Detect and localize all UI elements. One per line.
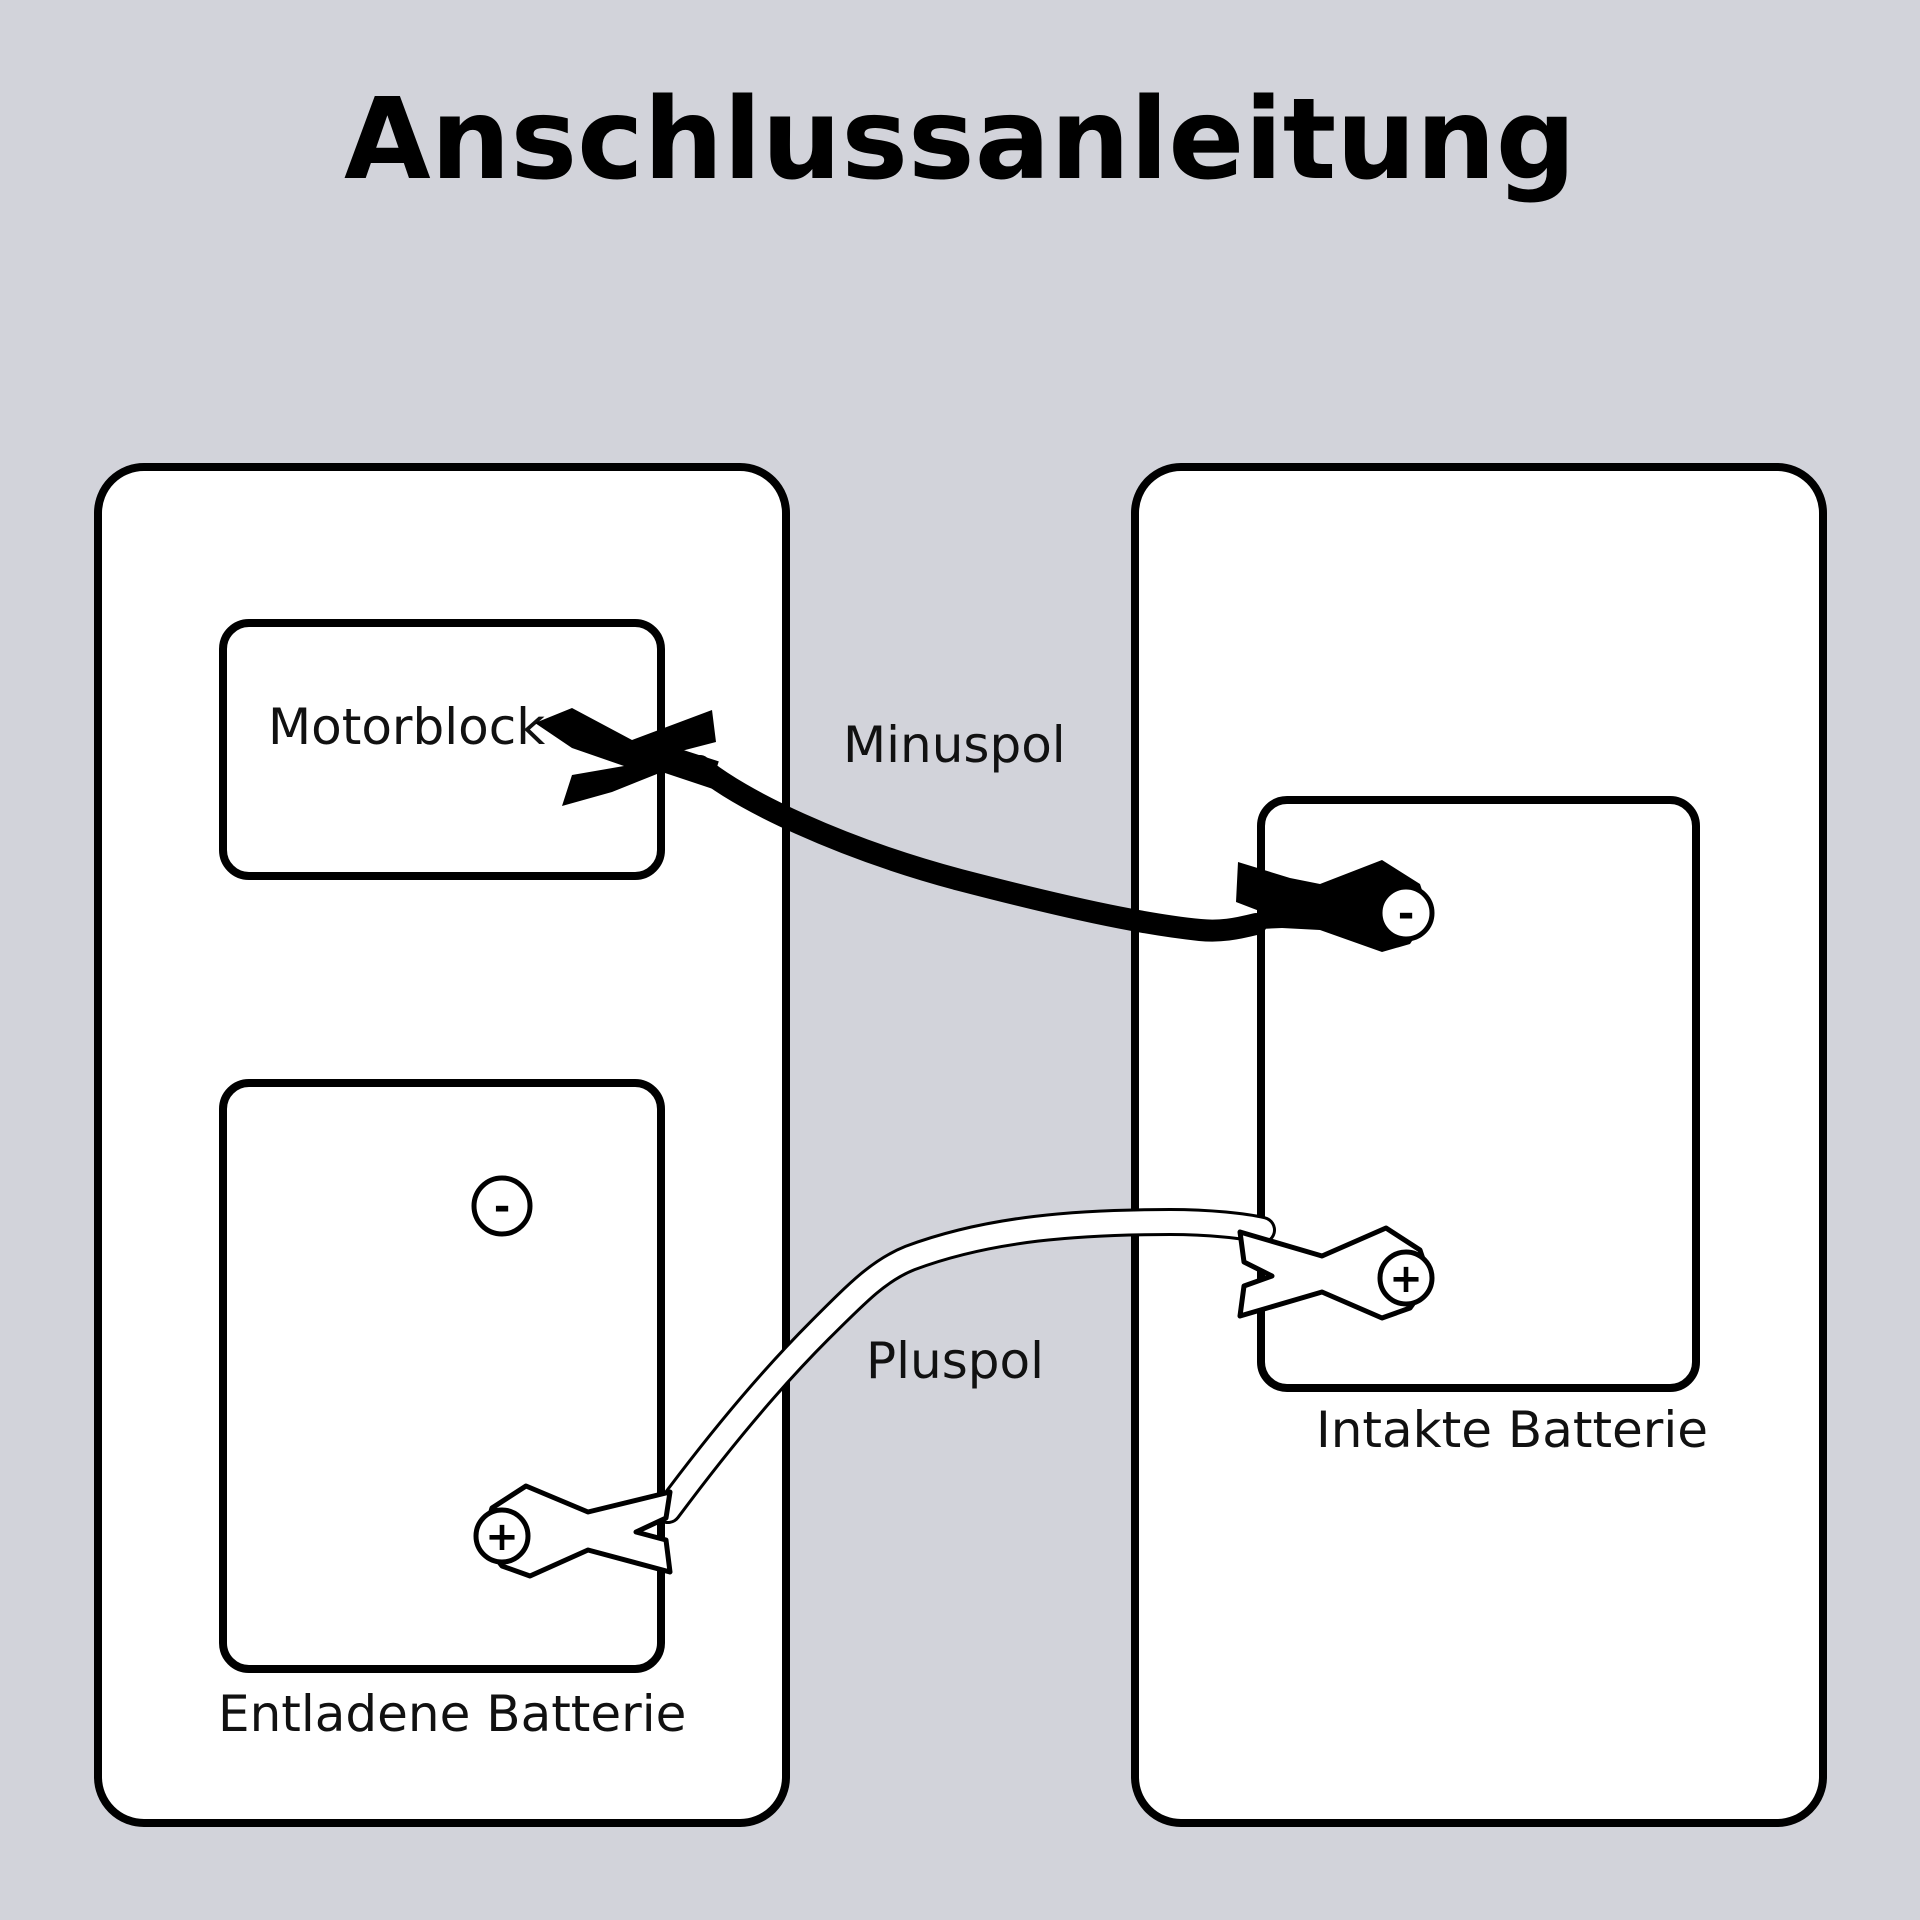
minus-cable-label: Minuspol (843, 716, 1066, 774)
motorblock-label: Motorblock (268, 698, 545, 756)
discharged-battery-label: Entladene Batterie (218, 1685, 686, 1743)
plus-cable-label: Pluspol (866, 1332, 1044, 1390)
plus-sign-icon: + (485, 1514, 519, 1560)
minus-sign-icon: - (1398, 891, 1415, 937)
discharged-battery-minus-terminal: - (471, 1175, 533, 1237)
minus-sign-icon: - (494, 1184, 511, 1230)
intact-battery-label: Intakte Batterie (1316, 1401, 1708, 1459)
discharged-battery-box (219, 1079, 665, 1673)
white-clamp-discharged-plus-icon: + (473, 1483, 673, 1579)
white-clamp-intact-plus-icon: + (1237, 1225, 1435, 1321)
black-clamp-intact-minus-icon: - (1236, 860, 1435, 952)
plus-sign-icon: + (1389, 1256, 1423, 1302)
page-title: Anschlussanleitung (344, 75, 1576, 205)
plus-jumper-cable (654, 1207, 1276, 1524)
black-clamp-motorblock-icon (535, 708, 718, 806)
